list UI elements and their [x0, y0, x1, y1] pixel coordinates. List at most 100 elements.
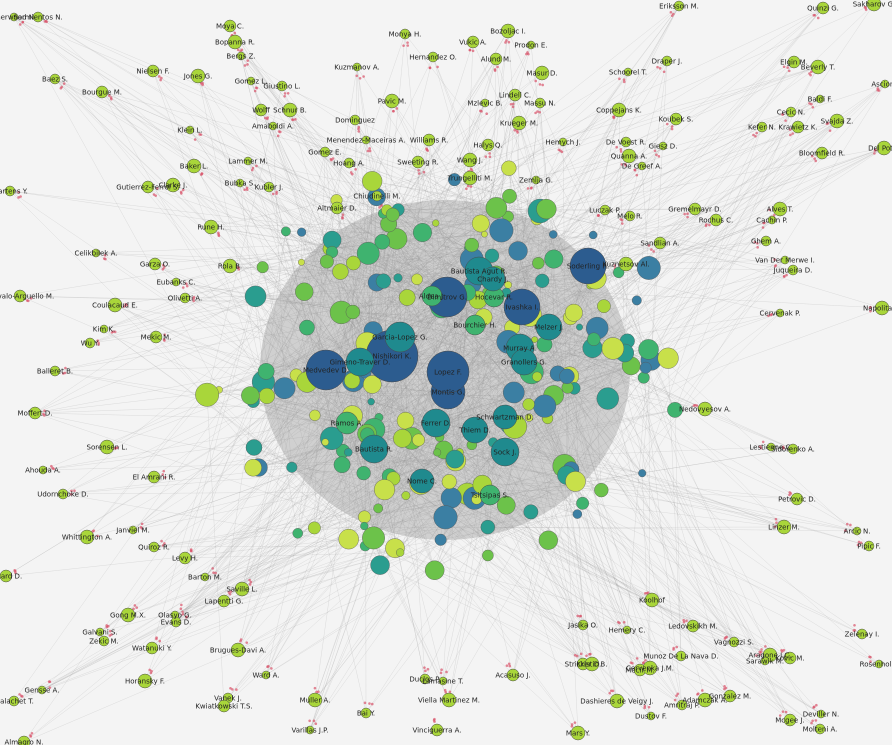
- graph-node[interactable]: [597, 299, 611, 313]
- graph-node[interactable]: [421, 285, 443, 307]
- graph-node[interactable]: [522, 398, 535, 411]
- graph-node[interactable]: [344, 448, 353, 457]
- graph-node[interactable]: [186, 158, 202, 174]
- graph-node[interactable]: [433, 448, 442, 457]
- graph-node[interactable]: [532, 256, 545, 270]
- graph-node[interactable]: [424, 560, 445, 580]
- graph-node[interactable]: [345, 347, 375, 377]
- graph-node[interactable]: [815, 146, 829, 160]
- graph-node[interactable]: [506, 668, 520, 682]
- graph-node[interactable]: [482, 549, 494, 562]
- graph-node[interactable]: [273, 377, 296, 400]
- graph-node[interactable]: [697, 401, 713, 417]
- graph-node[interactable]: [577, 619, 589, 631]
- graph-node[interactable]: [791, 120, 805, 134]
- graph-node[interactable]: [609, 693, 625, 709]
- graph-node[interactable]: [569, 247, 607, 285]
- graph-node[interactable]: [618, 256, 634, 272]
- graph-node[interactable]: [349, 114, 361, 126]
- graph-node[interactable]: [319, 254, 334, 269]
- graph-node[interactable]: [783, 713, 797, 727]
- graph-node[interactable]: [549, 230, 558, 239]
- graph-node[interactable]: [481, 138, 495, 152]
- graph-node[interactable]: [9, 12, 19, 22]
- graph-node[interactable]: [243, 156, 253, 166]
- graph-node[interactable]: [631, 295, 642, 306]
- graph-node[interactable]: [358, 510, 371, 524]
- graph-node[interactable]: [510, 348, 538, 376]
- graph-node[interactable]: [558, 137, 568, 147]
- graph-node[interactable]: [332, 263, 349, 280]
- graph-node[interactable]: [767, 215, 777, 225]
- graph-node[interactable]: [785, 106, 797, 118]
- graph-node[interactable]: [501, 160, 517, 176]
- graph-node[interactable]: [79, 529, 95, 545]
- graph-node[interactable]: [217, 699, 231, 713]
- graph-node[interactable]: [374, 234, 391, 250]
- graph-node[interactable]: [531, 336, 538, 343]
- graph-node[interactable]: [120, 607, 136, 623]
- graph-node[interactable]: [95, 85, 109, 99]
- graph-node[interactable]: [57, 488, 69, 500]
- graph-node[interactable]: [128, 525, 138, 535]
- graph-node[interactable]: [258, 387, 275, 404]
- graph-node[interactable]: [179, 292, 191, 304]
- graph-node[interactable]: [422, 133, 436, 147]
- graph-node[interactable]: [535, 313, 563, 341]
- graph-node[interactable]: [816, 1, 830, 15]
- graph-node[interactable]: [772, 201, 788, 217]
- graph-node[interactable]: [534, 65, 550, 81]
- graph-node[interactable]: [433, 505, 458, 530]
- graph-node[interactable]: [471, 214, 490, 233]
- graph-node[interactable]: [412, 433, 425, 447]
- graph-node[interactable]: [874, 659, 884, 669]
- graph-node[interactable]: [775, 308, 785, 318]
- graph-node[interactable]: [780, 255, 790, 265]
- graph-node[interactable]: [200, 572, 210, 582]
- graph-node[interactable]: [624, 210, 636, 222]
- graph-node[interactable]: [584, 656, 600, 672]
- graph-node[interactable]: [686, 619, 700, 633]
- graph-node[interactable]: [544, 249, 564, 269]
- graph-node[interactable]: [297, 227, 307, 237]
- graph-node[interactable]: [776, 519, 792, 535]
- graph-node[interactable]: [282, 102, 298, 118]
- graph-node[interactable]: [321, 438, 329, 446]
- graph-node[interactable]: [489, 52, 503, 66]
- graph-node[interactable]: [256, 261, 269, 274]
- graph-node[interactable]: [230, 642, 246, 658]
- graph-node[interactable]: [421, 408, 451, 438]
- graph-node[interactable]: [305, 725, 315, 735]
- graph-node[interactable]: [594, 482, 609, 498]
- graph-node[interactable]: [401, 491, 411, 501]
- graph-node[interactable]: [464, 237, 479, 253]
- graph-node[interactable]: [646, 711, 656, 721]
- graph-node[interactable]: [661, 55, 673, 67]
- graph-node[interactable]: [502, 188, 517, 204]
- graph-node[interactable]: [254, 103, 268, 117]
- graph-node[interactable]: [370, 555, 390, 575]
- graph-node[interactable]: [810, 59, 826, 75]
- graph-node[interactable]: [227, 34, 243, 50]
- graph-node[interactable]: [760, 656, 770, 666]
- graph-node[interactable]: [723, 689, 737, 703]
- graph-node[interactable]: [393, 273, 403, 283]
- graph-node[interactable]: [147, 470, 161, 484]
- graph-node[interactable]: [601, 337, 625, 360]
- graph-node[interactable]: [538, 530, 558, 550]
- graph-node[interactable]: [276, 80, 288, 92]
- graph-node[interactable]: [644, 592, 660, 608]
- graph-node[interactable]: [178, 551, 192, 565]
- graph-node[interactable]: [409, 468, 435, 494]
- graph-node[interactable]: [638, 469, 647, 478]
- graph-node[interactable]: [257, 363, 275, 380]
- graph-node[interactable]: [815, 94, 825, 104]
- graph-node[interactable]: [363, 375, 382, 394]
- graph-node[interactable]: [524, 413, 534, 422]
- graph-node[interactable]: [638, 339, 659, 360]
- graph-node[interactable]: [360, 521, 369, 531]
- graph-node[interactable]: [4, 185, 16, 197]
- graph-node[interactable]: [145, 641, 159, 655]
- graph-node[interactable]: [667, 402, 683, 418]
- graph-node[interactable]: [32, 11, 44, 23]
